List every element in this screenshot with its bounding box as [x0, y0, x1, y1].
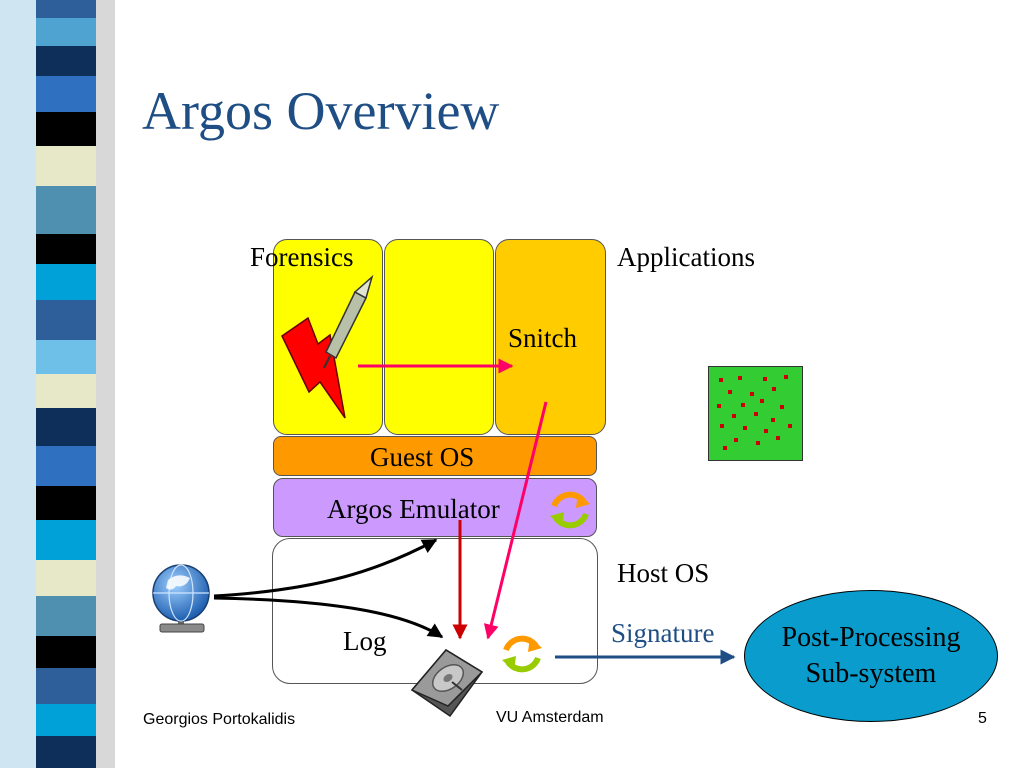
post-processing-line2: Sub-system	[805, 658, 937, 689]
footer-org: VU Amsterdam	[496, 709, 604, 726]
guest-os-box	[273, 436, 597, 476]
network-to-emulator-arrow	[213, 538, 438, 598]
signature-label: Signature	[611, 618, 715, 648]
snitch-to-log-arrow	[483, 401, 548, 640]
refresh-icon	[550, 491, 590, 529]
post-processing-line1: Post-Processing	[781, 621, 961, 653]
host-os-box	[272, 538, 598, 684]
log-label: Log	[343, 626, 387, 656]
forensics-label: Forensics	[250, 242, 354, 272]
refresh-icon-host	[502, 635, 542, 673]
worm-square-icon	[708, 366, 803, 461]
pen-icon	[323, 274, 374, 369]
network-globe-icon	[152, 564, 210, 633]
guest-os-label: Guest OS	[370, 442, 475, 472]
argos-emulator-box	[273, 478, 597, 537]
lightning-icon	[281, 316, 346, 419]
applications-label: Applications	[617, 242, 755, 272]
page-number: 5	[978, 710, 987, 727]
post-processing-subsystem: Post-Processing Sub-system	[744, 590, 998, 722]
middle-app-box	[384, 239, 494, 435]
host-os-label: Host OS	[617, 558, 710, 588]
snitch-app-box	[495, 239, 606, 435]
network-to-log-arrow	[213, 596, 444, 639]
decorative-stripe	[0, 0, 115, 768]
slide-title: Argos Overview	[142, 81, 500, 141]
snitch-label: Snitch	[508, 323, 578, 353]
hard-disk-icon	[410, 649, 484, 718]
footer-author: Georgios Portokalidis	[143, 711, 296, 728]
argos-emulator-label: Argos Emulator	[327, 494, 500, 524]
